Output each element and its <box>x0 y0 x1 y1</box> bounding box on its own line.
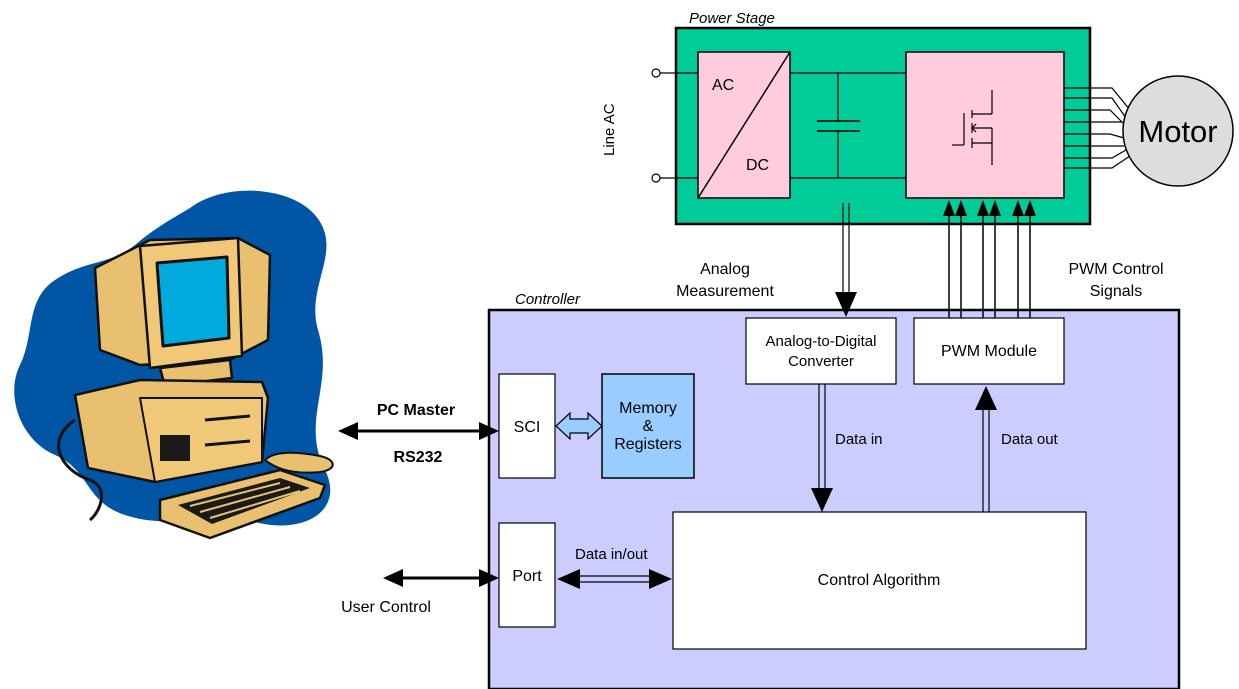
data-in-arrow <box>811 384 833 512</box>
data-in-out-arrow <box>557 569 672 589</box>
controller-title: Controller <box>515 291 581 308</box>
control-algorithm-label: Control Algorithm <box>818 572 941 589</box>
sci-box <box>498 373 556 479</box>
user-control-label: User Control <box>341 599 431 616</box>
line-ac-terminal-top <box>651 68 661 78</box>
converter-dc-label: DC <box>746 157 769 174</box>
rs232-link-arrow <box>338 422 499 440</box>
data-in-out-label: Data in/out <box>575 546 648 563</box>
motor <box>1122 75 1234 187</box>
pwm-control-signal-arrows <box>943 200 1036 318</box>
motor-wires <box>1064 87 1131 169</box>
pwm-signals-label-line1: PWM Control <box>1068 261 1163 278</box>
motor-label: Motor <box>1138 114 1217 149</box>
pwm-signals-label-line2: Signals <box>1090 283 1142 300</box>
line-ac-label: Line AC <box>601 103 618 156</box>
analog-label-line1: Analog <box>700 261 750 278</box>
port-label: Port <box>512 568 542 585</box>
user-control-arrow <box>383 569 499 587</box>
power-stage-title: Power Stage <box>689 10 775 27</box>
memory-registers-box <box>601 373 695 479</box>
controller: Controller Analog-to-Digital Converter P… <box>487 291 1181 689</box>
data-in-label: Data in <box>835 431 883 448</box>
computer-icon <box>14 190 334 540</box>
converter-ac-label: AC <box>712 77 734 94</box>
memory-label-line2: & <box>643 418 654 435</box>
port-box <box>498 522 556 628</box>
pwm-module-box <box>913 317 1065 385</box>
sci-label: SCI <box>514 419 541 436</box>
control-algorithm-box <box>672 511 1087 650</box>
line-ac-terminal-bottom <box>651 173 661 183</box>
data-out-label: Data out <box>1001 431 1059 448</box>
capacitor-icon <box>817 73 860 178</box>
memory-label-line1: Memory <box>619 400 677 417</box>
pwm-module-label: PWM Module <box>941 343 1037 360</box>
adc-box <box>745 317 897 385</box>
analog-measurement-arrow <box>835 203 857 317</box>
inverter-box <box>905 51 1065 199</box>
memory-label-line3: Registers <box>614 436 682 453</box>
sci-memory-bus-arrow <box>555 411 603 441</box>
mosfet-icon <box>952 90 993 165</box>
adc-label-line1: Analog-to-Digital <box>766 333 877 350</box>
analog-label-line2: Measurement <box>676 283 774 300</box>
rs232-label: RS232 <box>394 449 443 466</box>
adc-label-line2: Converter <box>788 353 854 370</box>
data-out-arrow <box>975 386 997 512</box>
pc-master-label: PC Master <box>377 402 455 419</box>
power-stage: Power Stage AC DC Line AC <box>601 10 1234 226</box>
